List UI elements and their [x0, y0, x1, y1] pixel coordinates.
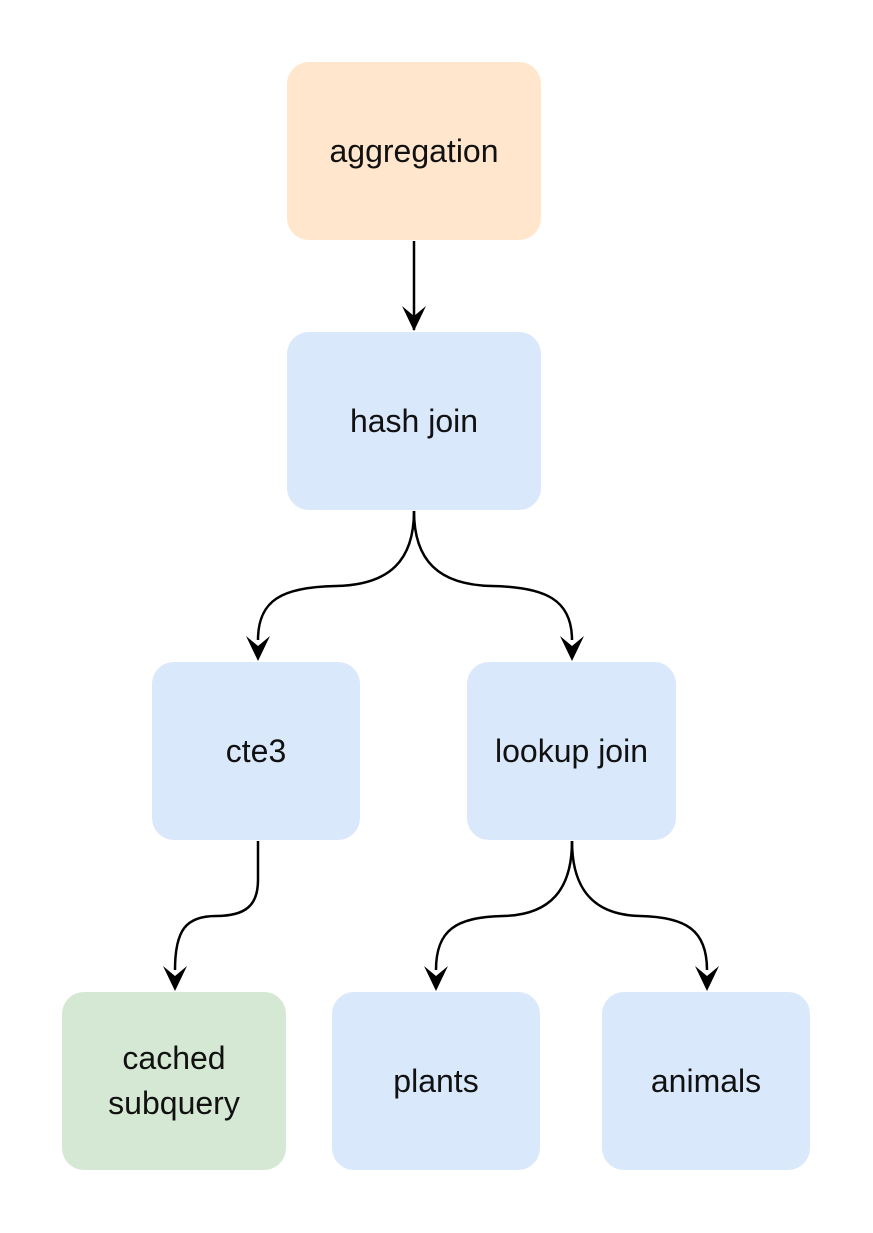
node-lookup-join: lookup join	[467, 662, 676, 840]
arrowhead-icon	[560, 636, 584, 661]
edge-lookup-join-to-plants	[434, 840, 574, 971]
node-label: hash join	[349, 402, 479, 439]
edge-hash-join-to-lookup-join	[412, 510, 574, 641]
node-label: lookup join	[495, 732, 648, 769]
arrowhead-icon	[402, 306, 426, 331]
node-cached-subquery: cached subquery	[62, 992, 286, 1170]
edge-lookup-join-to-animals	[570, 840, 709, 971]
node-label: plants	[393, 1062, 479, 1099]
node-label: animals	[650, 1062, 762, 1099]
node-cte3: cte3	[152, 662, 360, 840]
edge-cte3-to-cached-subquery	[173, 841, 260, 971]
node-aggregation: aggregation	[287, 62, 541, 240]
node-animals: animals	[602, 992, 810, 1170]
edge-hash-join-to-cte3	[256, 510, 416, 641]
arrowhead-icon	[695, 966, 719, 991]
node-label-line-2: subquery	[108, 1085, 240, 1121]
arrowhead-icon	[163, 966, 187, 991]
arrowhead-icon	[246, 636, 270, 661]
node-label: aggregation	[329, 132, 499, 169]
node-hash-join: hash join	[287, 332, 541, 510]
node-plants: plants	[332, 992, 540, 1170]
node-label: cte3	[225, 732, 287, 769]
node-label-line-1: cached	[122, 1040, 226, 1076]
arrowhead-icon	[424, 966, 448, 991]
